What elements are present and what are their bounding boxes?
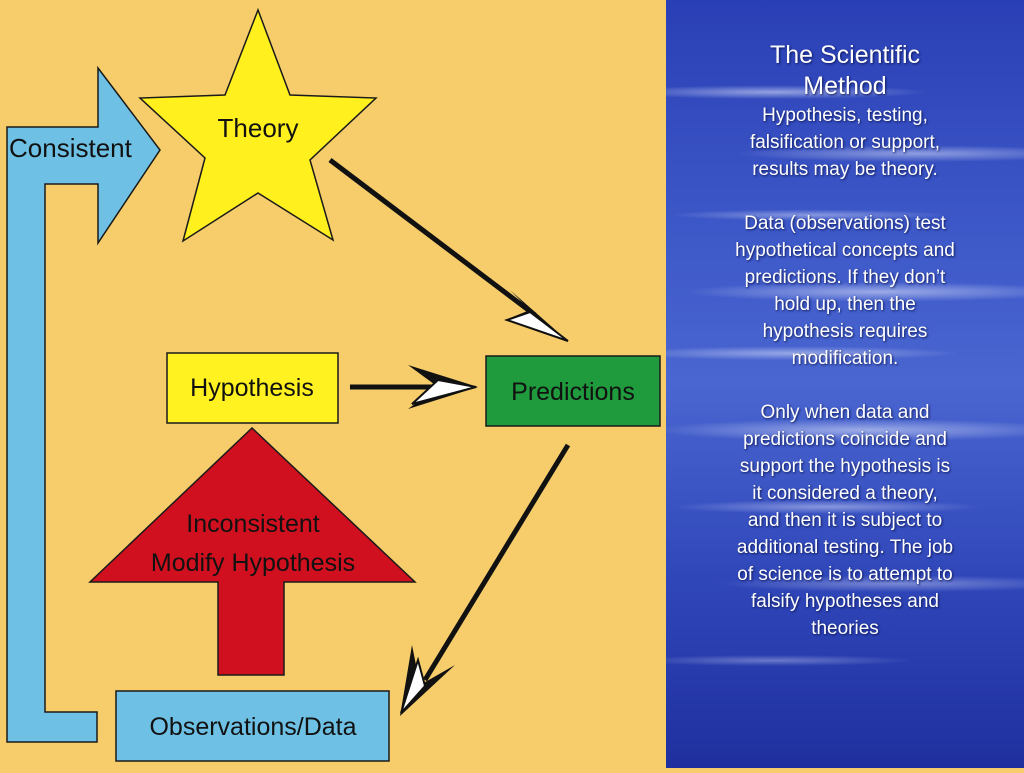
hypothesis-label: Hypothesis: [190, 374, 314, 402]
panel-paragraph-line: and then it is subject to: [747, 510, 943, 531]
predictions-label: Predictions: [511, 378, 635, 406]
panel-paragraph-line: additional testing. The job: [736, 537, 954, 558]
panel-paragraph-2: Only when data and predictions coincide …: [688, 399, 1002, 642]
predictions-box: [485, 355, 661, 427]
inconsistent-arrow: [88, 426, 417, 676]
panel-paragraph-line: of science is to attempt to: [737, 564, 953, 585]
panel-paragraph-line: theories: [811, 618, 879, 639]
description-panel: The Scientific Method Hypothesis, testin…: [666, 0, 1024, 768]
panel-paragraph-line: predictions coincide and: [743, 429, 947, 450]
panel-paragraph-line: falsify hypotheses and: [750, 591, 939, 612]
hypothesis-box: [166, 352, 339, 424]
panel-paragraph-line: Only when data and: [760, 402, 930, 423]
panel-subtitle: Hypothesis, testing, falsification or su…: [688, 102, 1002, 183]
panel-paragraph-line: modification.: [791, 348, 899, 369]
arrow-theory-to-predictions: [328, 158, 569, 342]
consistent-arrow: [6, 65, 161, 743]
panel-subtitle-line: falsification or support,: [749, 132, 941, 153]
arrow-predictions-to-observations: [400, 443, 571, 716]
observations-box: [115, 690, 390, 762]
diagram-canvas: Consistent Theory Hypothesis Predictions: [6, 7, 661, 762]
description-text: The Scientific Method Hypothesis, testin…: [688, 40, 1002, 642]
panel-paragraph-line: hold up, then the: [774, 294, 916, 315]
panel-title-line: Method: [803, 72, 887, 100]
observations-label: Observations/Data: [149, 713, 356, 741]
panel-paragraph-line: Data (observations) test: [744, 213, 946, 234]
panel-subtitle-line: results may be theory.: [752, 159, 938, 180]
inconsistent-label-line2: Modify Hypothesis: [151, 549, 355, 577]
panel-paragraph-line: hypothetical concepts and: [735, 240, 955, 261]
inconsistent-label-line1: Inconsistent: [186, 510, 319, 538]
consistent-label: Consistent: [9, 133, 133, 163]
panel-subtitle-line: Hypothesis, testing,: [762, 105, 928, 126]
theory-star: [138, 7, 378, 243]
panel-paragraph-line: it considered a theory,: [752, 483, 938, 504]
scientific-method-diagram: Consistent Theory Hypothesis Predictions: [6, 7, 661, 762]
panel-title-line: The Scientific: [769, 41, 921, 69]
theory-label: Theory: [218, 113, 299, 143]
panel-paragraph-1: Data (observations) test hypothetical co…: [688, 210, 1002, 372]
panel-paragraph-line: hypothesis requires: [762, 321, 928, 342]
panel-title: The Scientific Method: [688, 40, 1002, 102]
arrow-hypothesis-to-predictions: [350, 365, 478, 409]
panel-paragraph-line: predictions. If they don’t: [744, 267, 946, 288]
panel-paragraph-line: support the hypothesis is: [739, 456, 951, 477]
